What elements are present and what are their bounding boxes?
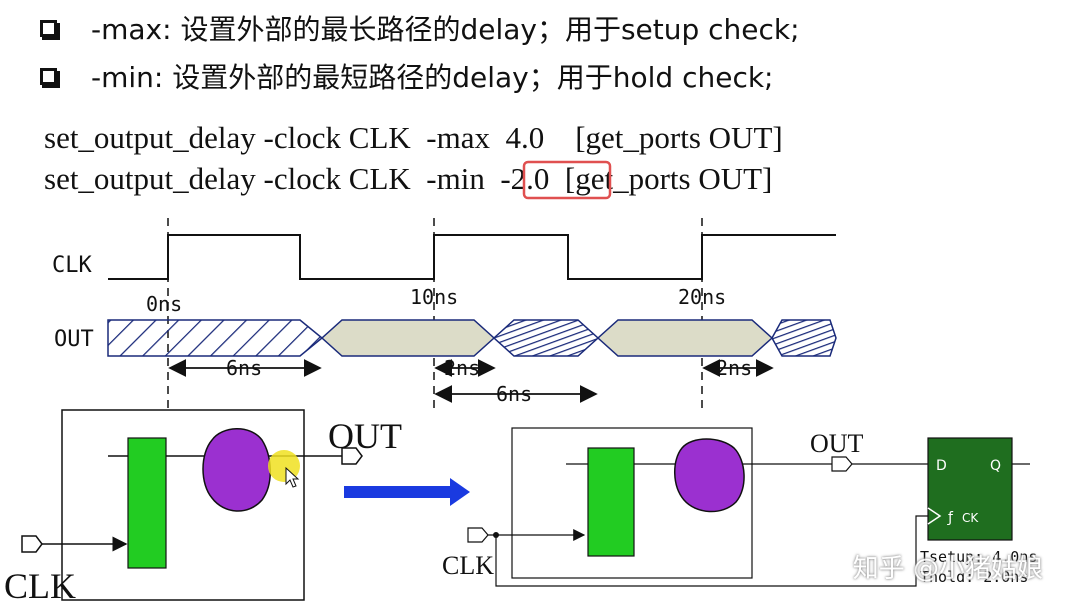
cursor-pointer-icon bbox=[285, 466, 300, 488]
left-clk-port-icon bbox=[21, 535, 43, 553]
right-clk-label: CLK bbox=[442, 551, 494, 580]
watermark: 知乎 @小猪姑娘 bbox=[852, 554, 1043, 584]
cmd-opt: -min bbox=[426, 161, 485, 196]
span-label-2ns-1: 2ns bbox=[444, 356, 480, 380]
out-valid-region-1 bbox=[320, 319, 496, 357]
span-label-6ns-1: 6ns bbox=[226, 356, 262, 380]
bullet-max-text: -max: 设置外部的最长路径的delay；用于setup check; bbox=[91, 13, 800, 46]
left-out-port-icon bbox=[341, 447, 363, 465]
time-label-0ns: 0ns bbox=[146, 292, 182, 316]
highlight-box bbox=[522, 160, 612, 200]
right-design-boundary bbox=[511, 427, 753, 579]
span-label-6ns-2: 6ns bbox=[496, 382, 532, 406]
right-out-port-icon bbox=[831, 456, 853, 472]
time-label-20ns: 20ns bbox=[678, 285, 726, 309]
flipflop-box bbox=[927, 437, 1013, 541]
right-out-label: OUT bbox=[810, 429, 864, 458]
ff-edge-icon: ƒ bbox=[947, 510, 954, 526]
cmd-name: set_output_delay bbox=[44, 161, 256, 196]
checkbox-icon bbox=[40, 19, 60, 40]
ff-clock-triangle-icon bbox=[927, 507, 942, 525]
checkbox-icon bbox=[40, 67, 60, 88]
clk-waveform bbox=[108, 234, 836, 280]
left-logic-block bbox=[127, 437, 167, 569]
span-label-2ns-2: 2ns bbox=[716, 356, 752, 380]
out-valid-region-2 bbox=[596, 319, 774, 357]
ff-d-label: D bbox=[936, 458, 947, 474]
bullet-min: -min: 设置外部的最短路径的delay；用于hold check; bbox=[40, 56, 774, 96]
cmd-clock-flag: -clock bbox=[263, 120, 342, 155]
left-clk-label: CLK bbox=[4, 566, 76, 606]
thold-label: Thold: 2.0ns bbox=[920, 568, 1028, 586]
cmd-ports: [get_ports OUT] bbox=[575, 120, 783, 155]
cmd-clock: CLK bbox=[348, 120, 411, 155]
out-invalid-region-3 bbox=[771, 319, 837, 357]
right-clk-wire-to-ff bbox=[495, 515, 928, 587]
left-logic-cloud bbox=[202, 428, 271, 512]
left-design-boundary bbox=[61, 409, 305, 601]
right-logic-block bbox=[587, 447, 635, 557]
out-invalid-region-1 bbox=[107, 319, 324, 357]
out-wave-label: OUT bbox=[54, 327, 94, 352]
cmd-clock: CLK bbox=[348, 161, 411, 196]
time-label-10ns: 10ns bbox=[410, 285, 458, 309]
cmd-value: 4.0 bbox=[505, 120, 545, 155]
cmd-name: set_output_delay bbox=[44, 120, 256, 155]
right-clk-port-icon bbox=[467, 527, 489, 543]
ff-q-label: Q bbox=[990, 458, 1001, 474]
tsetup-label: Tsetup: 4.0ns bbox=[920, 548, 1037, 566]
ff-ck-label: CK bbox=[962, 511, 979, 525]
cmd-ports: [get_ports OUT] bbox=[564, 161, 773, 196]
transition-arrow-icon bbox=[344, 478, 470, 506]
clk-wave-label: CLK bbox=[52, 253, 92, 278]
bullet-min-text: -min: 设置外部的最短路径的delay；用于hold check; bbox=[91, 61, 774, 94]
cmd-opt: -max bbox=[426, 120, 490, 155]
out-invalid-region-2 bbox=[492, 319, 600, 357]
bullet-max: -max: 设置外部的最长路径的delay；用于setup check; bbox=[40, 8, 800, 48]
right-logic-cloud bbox=[674, 438, 745, 513]
left-out-label: OUT bbox=[328, 416, 402, 456]
command-max: set_output_delay -clock CLK -max 4.0 [ge… bbox=[44, 120, 783, 156]
cmd-clock-flag: -clock bbox=[263, 161, 342, 196]
